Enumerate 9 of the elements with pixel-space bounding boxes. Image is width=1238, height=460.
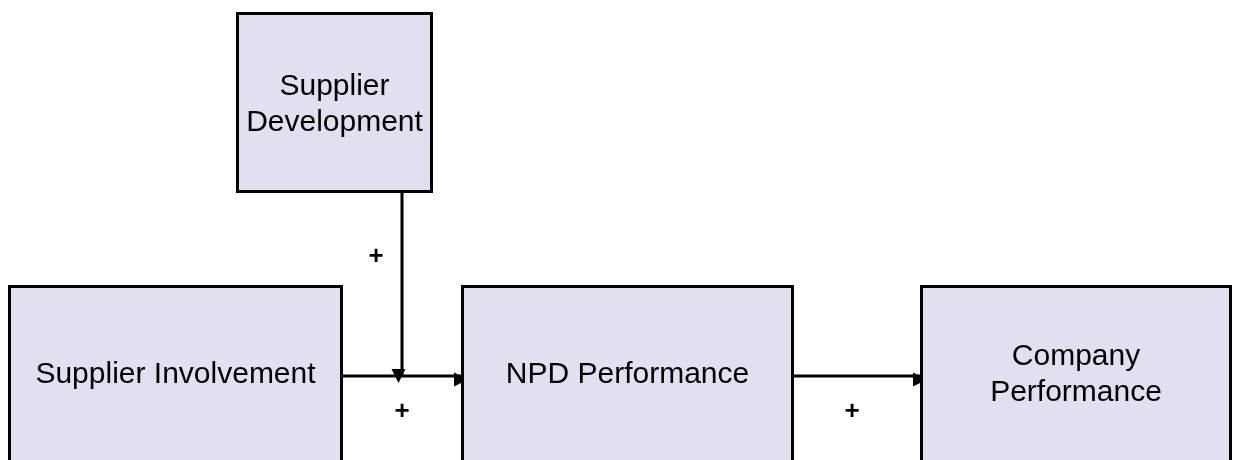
arrow xyxy=(391,193,406,383)
process-box xyxy=(236,12,433,193)
box-label: Company Performance xyxy=(989,336,1163,409)
process-box xyxy=(8,285,343,460)
box-label: Supplier Involvement xyxy=(35,354,316,391)
process-box xyxy=(461,285,794,460)
box-label: NPD Performance xyxy=(505,354,750,391)
box-label: Supplier Development xyxy=(246,66,423,139)
process-box xyxy=(920,285,1232,460)
